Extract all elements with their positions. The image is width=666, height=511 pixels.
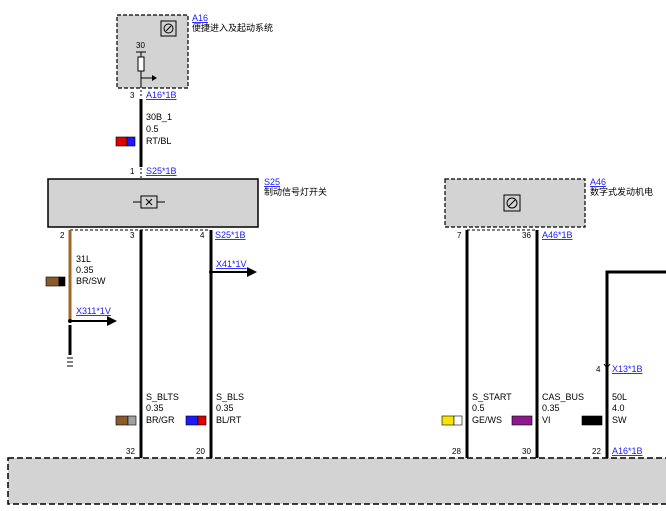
- bottom-pin-22: 22: [592, 447, 601, 456]
- wire-31l-color-swatch: [45, 276, 66, 287]
- bottom-pin-30: 30: [522, 447, 531, 456]
- x13-connector-icon: [603, 363, 611, 369]
- wire-s-blts-color-swatch: [115, 415, 137, 426]
- a46-pin-7: 7: [457, 231, 462, 240]
- s25-component-box[interactable]: [47, 178, 259, 228]
- s25-pin-3: 3: [130, 231, 135, 240]
- connector-x13-1b[interactable]: X13*1B: [612, 364, 643, 374]
- connector-a16-1b-bottom[interactable]: A16*1B: [612, 446, 643, 456]
- a46-component-box[interactable]: [444, 178, 586, 228]
- connector-a16-1b-top[interactable]: A16*1B: [146, 90, 177, 100]
- s25-name: 制动信号灯开关: [264, 186, 327, 197]
- wire-30b-color-swatch: [115, 136, 136, 147]
- wire-50l-signal: 50L: [612, 392, 627, 402]
- wire-s-blts-color: BR/GR: [146, 415, 175, 425]
- a46-pin-36: 36: [522, 231, 531, 240]
- x311-arrow-icon: [107, 316, 117, 326]
- a46-id-link[interactable]: A46: [590, 177, 606, 187]
- wire-30b-color: RT/BL: [146, 136, 171, 146]
- wire-s-blts-gauge: 0.35: [146, 403, 164, 413]
- a16-fuse-icon: [136, 51, 157, 88]
- x41-arrow-icon: [247, 267, 257, 277]
- wire-s-bls-color-swatch: [185, 415, 207, 426]
- wire-50l-gauge: 4.0: [612, 403, 625, 413]
- wire-s-bls-color: BL/RT: [216, 415, 242, 425]
- a16-bottom-module[interactable]: [7, 457, 666, 505]
- wire-30b-gauge: 0.5: [146, 124, 159, 134]
- wire-31l-color: BR/SW: [76, 276, 106, 286]
- a16-id-link[interactable]: A16: [192, 13, 208, 23]
- wire-s-bls-signal: S_BLS: [216, 392, 244, 402]
- wire-s-start-signal: S_START: [472, 392, 512, 402]
- wire-s-bls-gauge: 0.35: [216, 403, 234, 413]
- a46-control-unit-icon: [503, 194, 521, 212]
- s25-pin-2: 2: [60, 231, 65, 240]
- bottom-pin-32: 32: [126, 447, 135, 456]
- connector-s25-1b-bottom[interactable]: S25*1B: [215, 230, 246, 240]
- a16-pin-label: 30: [136, 41, 145, 50]
- connector-x41-1v[interactable]: X41*1V: [216, 259, 247, 269]
- wire-cas-bus-color: VI: [542, 415, 551, 425]
- wire-cas-bus-signal: CAS_BUS: [542, 392, 584, 402]
- wire-cas-bus-color-swatch: [511, 415, 533, 426]
- wire-31l-gauge: 0.35: [76, 265, 94, 275]
- wire-s-start-color-swatch: [441, 415, 463, 426]
- wire-30b-signal: 30B_1: [146, 112, 172, 122]
- s25-id-link[interactable]: S25: [264, 177, 280, 187]
- connector-a46-1b[interactable]: A46*1B: [542, 230, 573, 240]
- wire-cas-bus-gauge: 0.35: [542, 403, 560, 413]
- s25-pin-4: 4: [200, 231, 205, 240]
- a16-pin-3: 3: [130, 91, 135, 100]
- wire-50l-color: SW: [612, 415, 627, 425]
- wire-s-blts-signal: S_BLTS: [146, 392, 179, 402]
- wire-50l-color-swatch: [581, 415, 603, 426]
- bottom-pin-28: 28: [452, 447, 461, 456]
- wire-s-start-gauge: 0.5: [472, 403, 485, 413]
- a46-name: 数字式发动机电: [590, 186, 653, 197]
- a16-control-unit-icon: [160, 20, 177, 37]
- a16-name: 便捷进入及起动系统: [192, 22, 273, 33]
- bottom-pin-20: 20: [196, 447, 205, 456]
- connector-s25-1b-top[interactable]: S25*1B: [146, 166, 177, 176]
- x13-pin-4: 4: [596, 365, 601, 374]
- wire-50l[interactable]: [605, 270, 666, 458]
- wire-31l-signal: 31L: [76, 254, 91, 264]
- ground-icon: [67, 357, 73, 367]
- s25-switch-icon: [133, 195, 165, 209]
- s25-pin-1: 1: [130, 167, 135, 176]
- connector-x311-1v[interactable]: X311*1V: [76, 306, 111, 316]
- wire-s-start-color: GE/WS: [472, 415, 502, 425]
